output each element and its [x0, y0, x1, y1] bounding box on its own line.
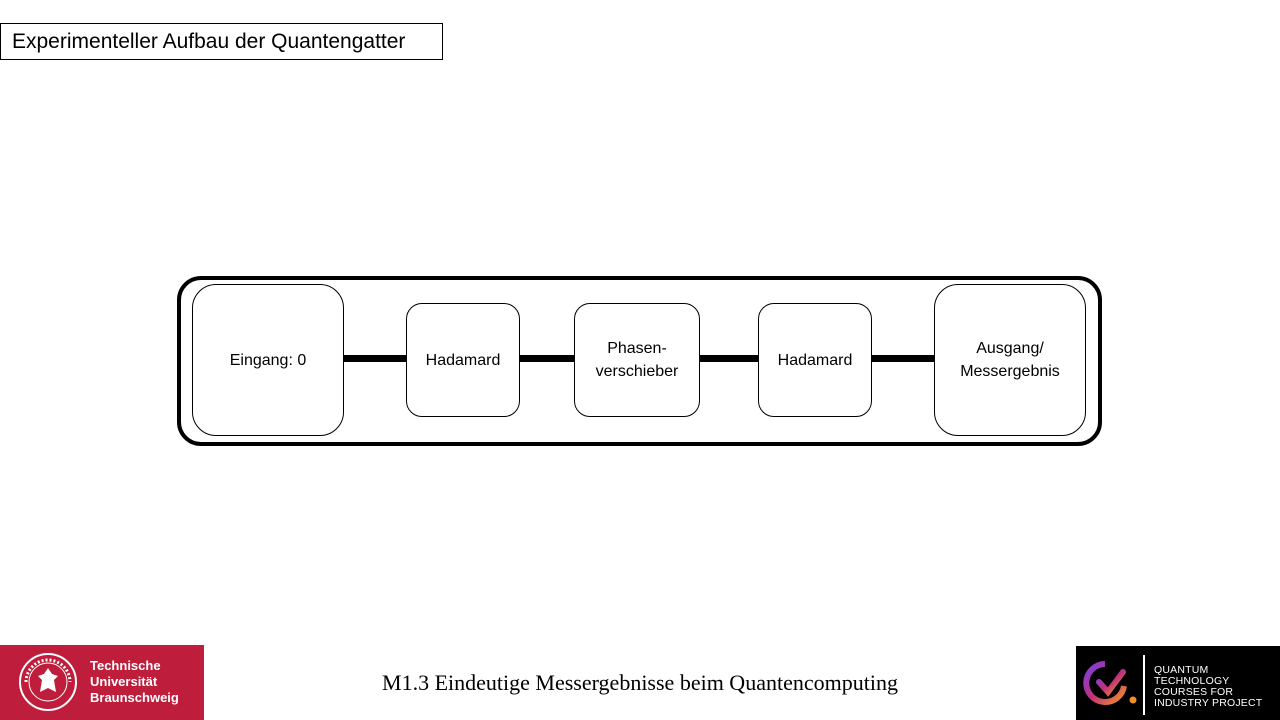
tu-name-line3: Braunschweig [90, 690, 179, 705]
node-input-label: Eingang: 0 [229, 351, 307, 369]
qtc-logo: QUANTUM TECHNOLOGY COURSES FOR INDUSTRY … [1076, 646, 1280, 720]
diagram-frame [177, 276, 1102, 446]
qtc-line2: TECHNOLOGY [1154, 675, 1230, 687]
tu-seal-icon [19, 653, 77, 711]
qtc-line4: INDUSTRY PROJECT [1154, 697, 1263, 709]
wire-phase-shifter-hadamard-2 [699, 355, 759, 362]
node-hadamard-2: Hadamard [758, 303, 872, 417]
tu-name-line1: Technische [90, 658, 161, 673]
qtc-divider [1143, 655, 1145, 715]
node-phase-shifter-label: Phasen- verschieber [595, 340, 679, 380]
slide-footer: M1.3 Eindeutige Messergebnisse beim Quan… [382, 670, 898, 695]
qtc-line1: QUANTUM [1154, 664, 1209, 676]
node-input: Eingang: 0 [192, 284, 344, 436]
tu-braunschweig-logo: Technische Universität Braunschweig [0, 645, 204, 720]
node-phase-shifter: Phasen- verschieber [574, 303, 700, 417]
tu-name-line2: Universität [90, 674, 158, 689]
wire-hadamard-1-phase-shifter [519, 355, 575, 362]
qtc-line3: COURSES FOR [1154, 686, 1234, 698]
node-hadamard-2-label: Hadamard [777, 351, 853, 369]
wire-input-hadamard-1 [343, 355, 407, 362]
node-hadamard-1: Hadamard [406, 303, 520, 417]
node-output: Ausgang/ Messergebnis [934, 284, 1086, 436]
node-output-label: Ausgang/ Messergebnis [960, 340, 1060, 380]
qtc-q-mark-icon [1083, 661, 1137, 705]
wire-hadamard-2-output [871, 355, 935, 362]
slide-title: Experimenteller Aufbau der Quantengatter [0, 23, 443, 60]
node-hadamard-1-label: Hadamard [425, 351, 501, 369]
